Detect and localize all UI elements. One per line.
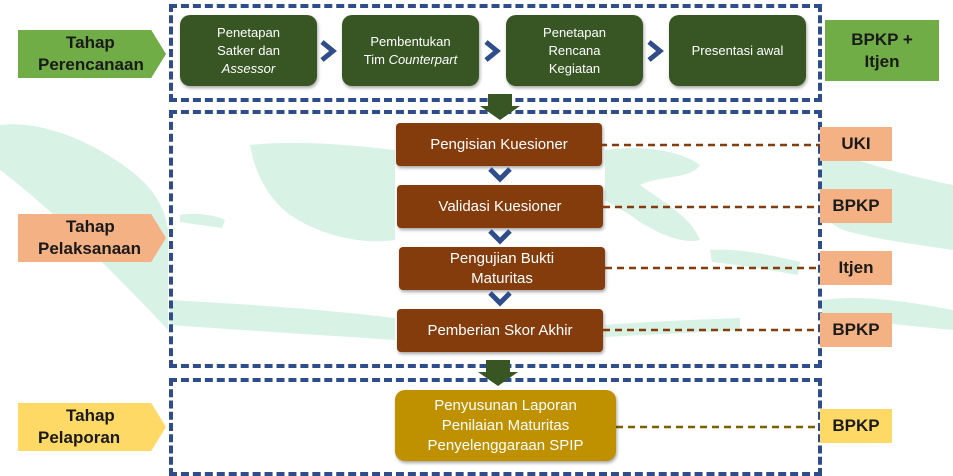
reporting-actor: BPKP <box>820 409 892 443</box>
connector-line <box>616 425 822 429</box>
chevron-down-icon <box>488 291 512 307</box>
down-arrow-icon <box>480 94 520 120</box>
map-java <box>170 300 395 340</box>
execution-actor-itjen: Itjen <box>820 251 892 285</box>
chevron-right-icon <box>484 40 501 62</box>
connector-line <box>603 328 822 332</box>
map-kalimantan <box>250 142 395 242</box>
down-arrow-icon <box>478 360 518 386</box>
chevron-right-icon <box>647 40 664 62</box>
execution-step-pemberian-skor: Pemberian Skor Akhir <box>397 309 603 352</box>
connector-line <box>605 266 822 270</box>
reporting-phase-label: Tahap Pelaporan <box>18 403 166 451</box>
chevron-right-icon <box>320 40 337 62</box>
reporting-step-penyusunan-laporan: Penyusunan Laporan Penilaian Maturitas P… <box>395 390 616 461</box>
execution-step-validasi-kuesioner: Validasi Kuesioner <box>397 185 603 228</box>
planning-step-satker-assessor: Penetapan Satker dan Assessor <box>180 15 317 86</box>
execution-actor-bpkp: BPKP <box>820 189 892 223</box>
map-sulawesi <box>605 148 700 241</box>
planning-step-rencana-kegiatan: Penetapan Rencana Kegiatan <box>506 15 643 86</box>
execution-actor-uki: UKI <box>820 127 892 161</box>
connector-line <box>600 143 822 147</box>
execution-actor-bpkp: BPKP <box>820 313 892 347</box>
map-islands-west <box>180 213 225 228</box>
planning-step-tim-counterpart: Pembentukan Tim Counterpart <box>342 15 479 86</box>
planning-step-presentasi-awal: Presentasi awal <box>669 15 806 86</box>
execution-phase-label: Tahap Pelaksanaan <box>18 214 166 262</box>
planning-actor: BPKP + Itjen <box>825 20 939 81</box>
planning-phase-label: Tahap Perencanaan <box>18 30 166 78</box>
execution-step-pengujian-bukti: Pengujian Bukti Maturitas <box>399 247 605 290</box>
connector-line <box>603 205 822 209</box>
chevron-down-icon <box>488 167 512 183</box>
map-nusa <box>605 318 740 337</box>
execution-step-pengisian-kuesioner: Pengisian Kuesioner <box>396 123 602 166</box>
chevron-down-icon <box>488 229 512 245</box>
